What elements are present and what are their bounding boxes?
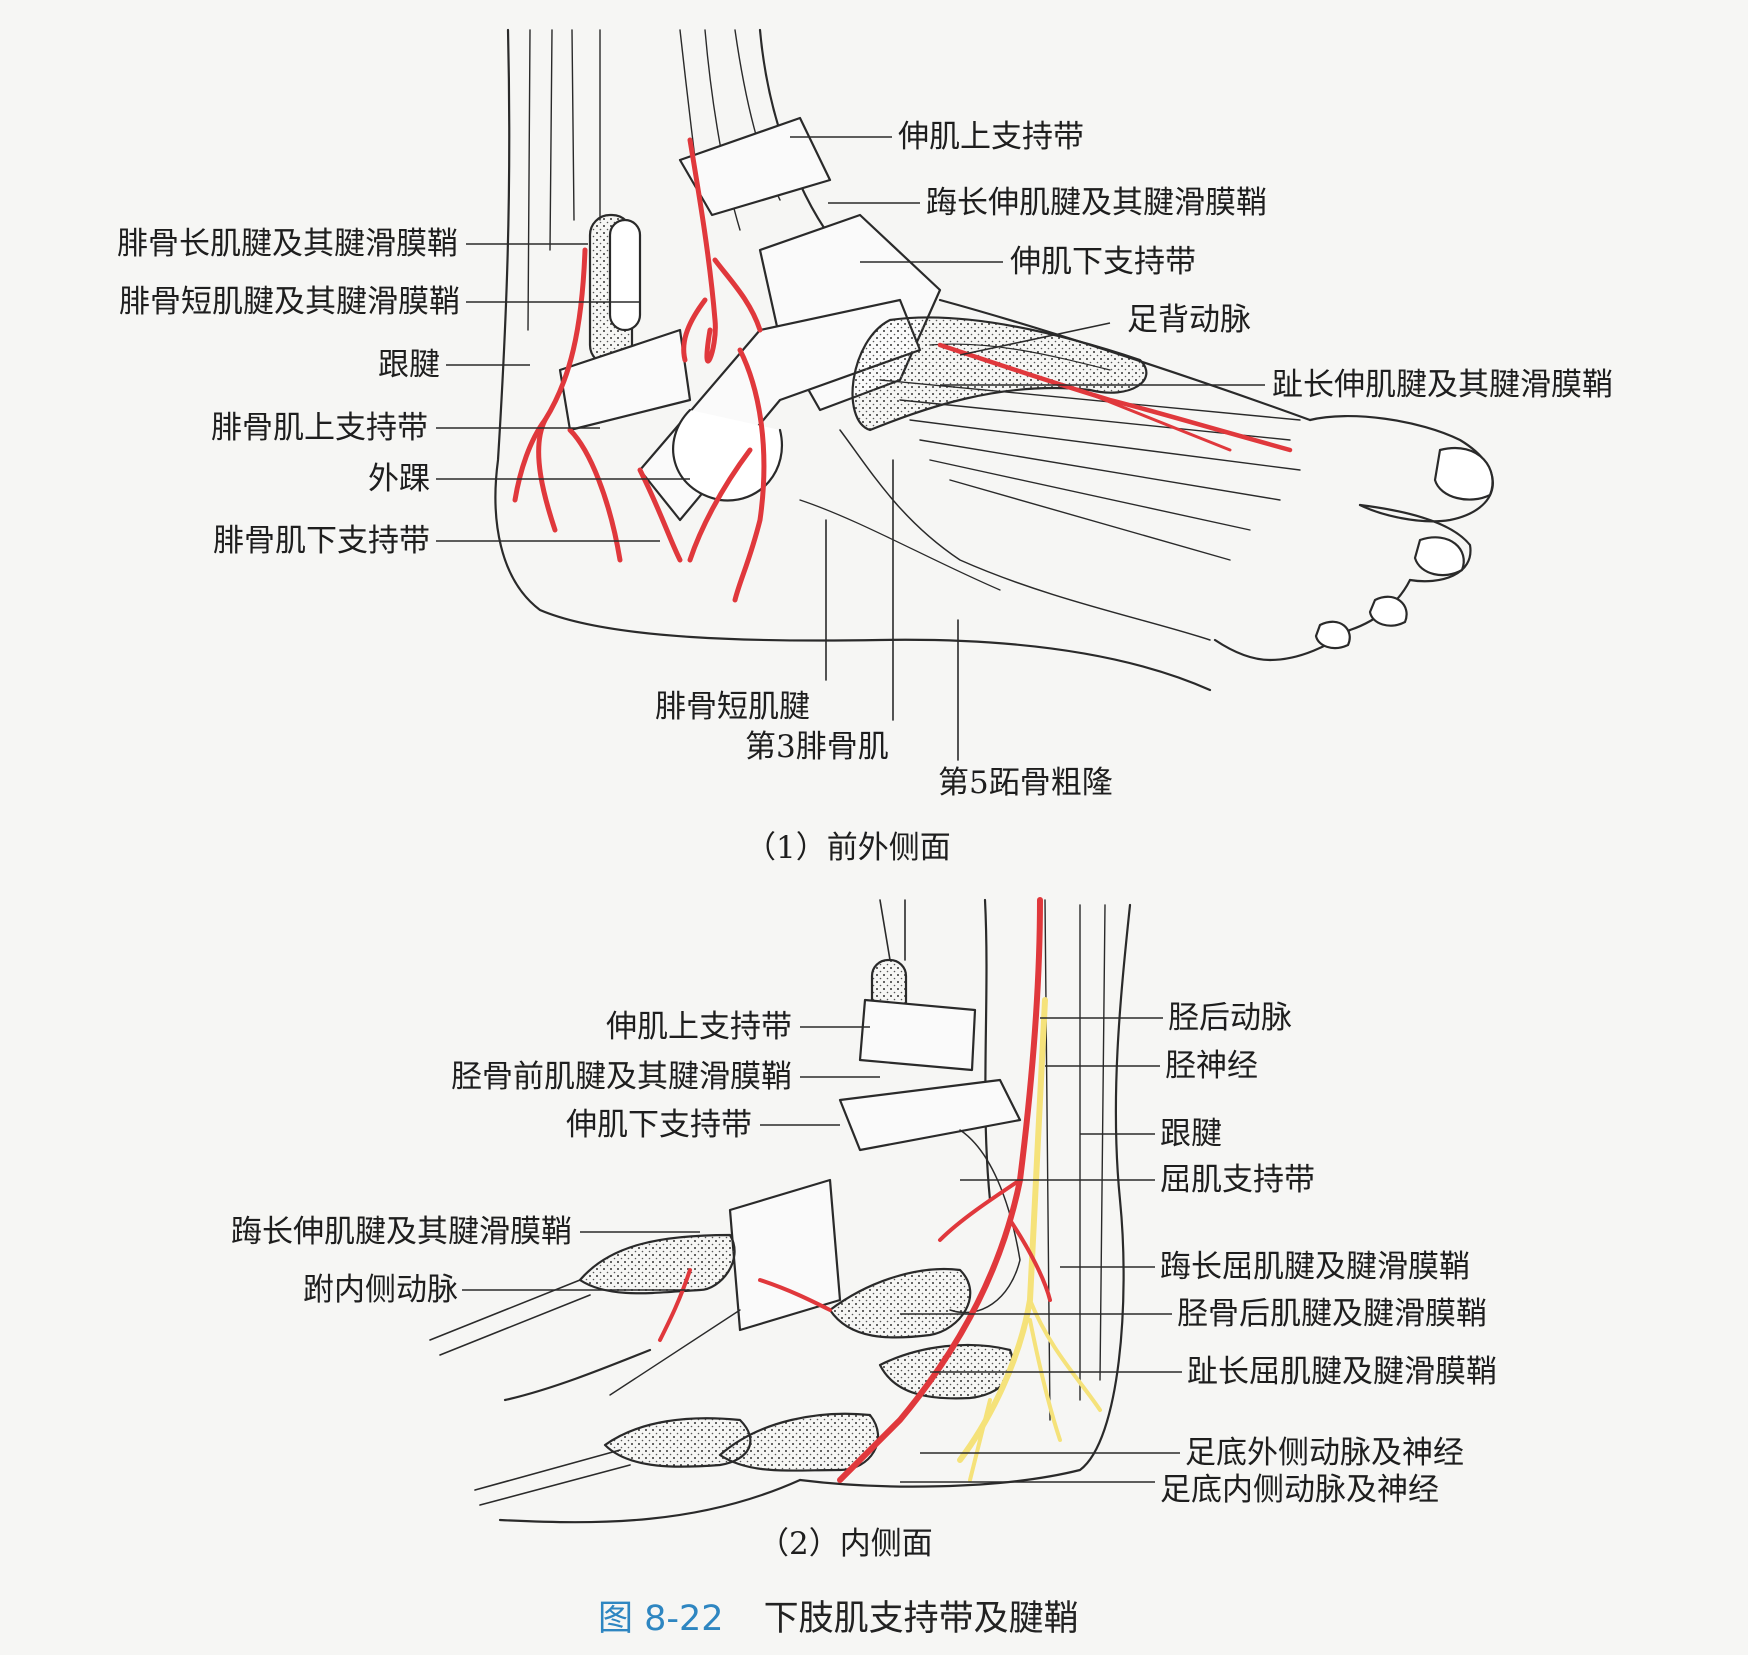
panel2-arteries xyxy=(658,897,1052,1483)
label-inferior-extensor-retinaculum-2: 伸肌下支持带 xyxy=(566,1107,752,1143)
label-lateral-plantar-artery-nerve: 足底外侧动脉及神经 xyxy=(1185,1435,1464,1471)
label-tibialis-anterior-sheath: 胫骨前肌腱及其腱滑膜鞘 xyxy=(451,1059,792,1095)
panel2-leader-lines xyxy=(462,1017,1182,1483)
label-posterior-tibial-artery: 胫后动脉 xyxy=(1168,1000,1292,1036)
label-tibial-nerve: 胫神经 xyxy=(1165,1048,1258,1084)
label-peroneus-tertius: 第3腓骨肌 xyxy=(745,729,889,765)
label-ehl-sheath-1: 踇长伸肌腱及其腱滑膜鞘 xyxy=(926,185,1267,221)
label-peroneus-brevis-tendon: 腓骨短肌腱 xyxy=(655,689,810,725)
label-superior-extensor-retinaculum-1: 伸肌上支持带 xyxy=(898,119,1084,155)
label-medial-tarsal-artery: 跗内侧动脉 xyxy=(303,1272,458,1308)
label-tibialis-posterior-sheath: 胫骨后肌腱及腱滑膜鞘 xyxy=(1177,1296,1487,1332)
panel2-nerves xyxy=(957,997,1102,1482)
label-achilles-tendon-2: 跟腱 xyxy=(1160,1116,1222,1152)
label-ehl-sheath-2: 踇长伸肌腱及其腱滑膜鞘 xyxy=(231,1214,572,1250)
label-medial-plantar-artery-nerve: 足底内侧动脉及神经 xyxy=(1160,1472,1439,1508)
label-achilles-tendon-1: 跟腱 xyxy=(378,347,440,383)
panel2-drawing xyxy=(429,898,1132,1524)
label-peroneus-brevis-sheath: 腓骨短肌腱及其腱滑膜鞘 xyxy=(119,284,460,320)
label-superior-extensor-retinaculum-2: 伸肌上支持带 xyxy=(606,1009,792,1045)
label-dorsalis-pedis-artery: 足背动脉 xyxy=(1127,302,1251,338)
label-inferior-extensor-retinaculum-1: 伸肌下支持带 xyxy=(1010,244,1196,280)
label-peroneus-longus-sheath: 腓骨长肌腱及其腱滑膜鞘 xyxy=(117,226,458,262)
panel2-caption: （2）内侧面 xyxy=(758,1526,933,1562)
label-fifth-metatarsal-tuberosity: 第5跖骨粗隆 xyxy=(938,765,1113,801)
panel1-drawing xyxy=(494,28,1494,761)
label-fhl-sheath: 踇长屈肌腱及腱滑膜鞘 xyxy=(1160,1249,1470,1285)
figure-number: 图 8-22 xyxy=(598,1599,724,1639)
label-edl-sheath: 趾长伸肌腱及其腱滑膜鞘 xyxy=(1272,367,1613,403)
figure-title: 下肢肌支持带及腱鞘 xyxy=(763,1599,1079,1639)
label-lateral-malleolus: 外踝 xyxy=(368,461,430,497)
label-superior-peroneal-retinaculum: 腓骨肌上支持带 xyxy=(211,410,428,446)
panel1-caption: （1）前外侧面 xyxy=(745,830,951,866)
panel1-leader-lines xyxy=(436,136,1265,542)
label-fdl-sheath: 趾长屈肌腱及腱滑膜鞘 xyxy=(1187,1354,1497,1390)
label-flexor-retinaculum: 屈肌支持带 xyxy=(1160,1162,1315,1198)
label-inferior-peroneal-retinaculum: 腓骨肌下支持带 xyxy=(213,523,430,559)
figure-caption: 图 8-22 下肢肌支持带及腱鞘 xyxy=(598,1590,1079,1641)
